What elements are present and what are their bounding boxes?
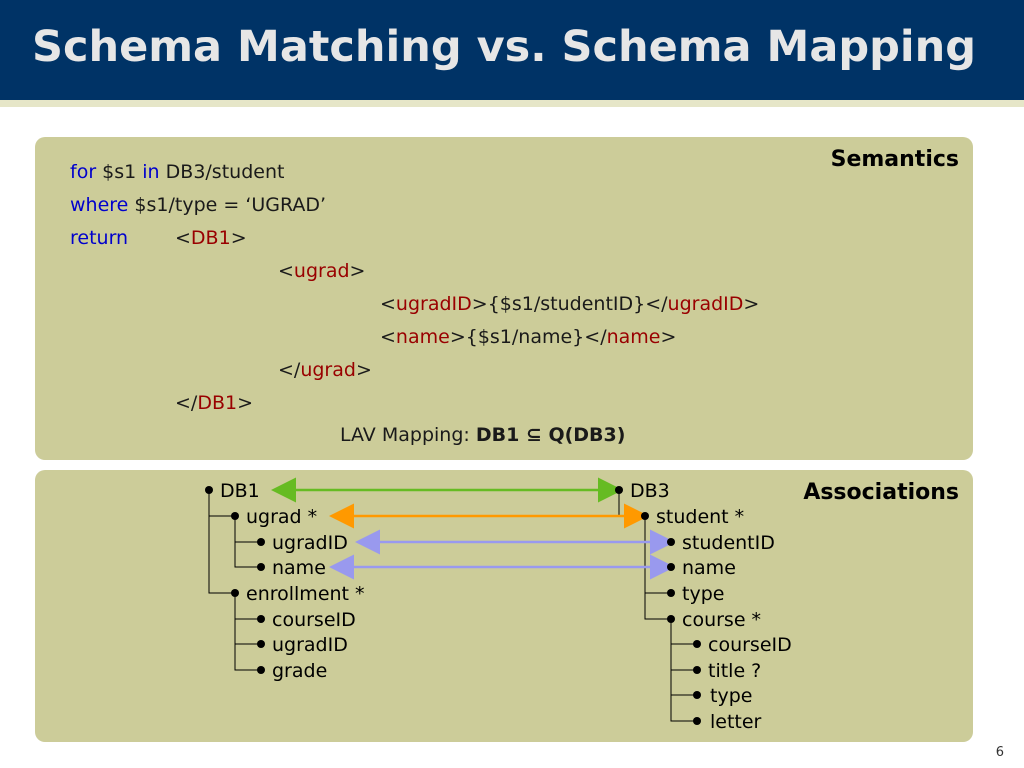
left-node-courseid: courseID bbox=[272, 609, 356, 631]
left-node-grade: grade bbox=[272, 660, 327, 682]
code-text: $s1/type = ‘UGRAD’ bbox=[128, 194, 327, 216]
right-node-course: course * bbox=[682, 609, 761, 631]
tree-node-bullet bbox=[615, 486, 623, 494]
right-node-type-2: type bbox=[710, 685, 752, 707]
tree-node-bullet bbox=[667, 615, 675, 623]
code-text: < bbox=[380, 293, 396, 315]
lav-label: LAV Mapping: bbox=[340, 424, 476, 446]
code-line-db1-close: </DB1> bbox=[175, 392, 253, 414]
tag-db1: DB1 bbox=[190, 227, 231, 249]
code-line-return: return bbox=[70, 227, 128, 249]
tree-node-bullet bbox=[257, 538, 265, 546]
right-tree: DB3 student * studentID name type course… bbox=[615, 480, 792, 733]
tag-name-close: name bbox=[606, 326, 661, 348]
code-text: > bbox=[349, 260, 366, 282]
code-text: > bbox=[237, 392, 254, 414]
page-number: 6 bbox=[995, 745, 1004, 760]
tag-name: name bbox=[395, 326, 450, 348]
tree-node-bullet bbox=[231, 589, 239, 597]
code-line-where: where $s1/type = ‘UGRAD’ bbox=[70, 194, 326, 216]
code-line-name: <name>{$s1/name}</name> bbox=[380, 326, 676, 348]
right-node-title: title ? bbox=[708, 660, 761, 682]
lav-formula: DB1 ⊆ Q(DB3) bbox=[475, 424, 626, 446]
left-node-db1: DB1 bbox=[220, 480, 260, 502]
left-tree: DB1 ugrad * ugradID name enrollment * co… bbox=[205, 480, 365, 682]
tree-node-bullet bbox=[257, 563, 265, 571]
left-node-enrollment: enrollment * bbox=[246, 583, 365, 605]
keyword-for: for bbox=[70, 161, 97, 183]
title-bar: Schema Matching vs. Schema Mapping bbox=[0, 0, 1024, 100]
code-text: < bbox=[380, 326, 396, 348]
code-text: > bbox=[230, 227, 247, 249]
code-line-ugradid: <ugradID>{$s1/studentID}</ugradID> bbox=[380, 293, 759, 315]
left-node-name: name bbox=[272, 557, 326, 579]
right-node-name: name bbox=[682, 557, 736, 579]
code-line-for: for $s1 in DB3/student bbox=[70, 161, 284, 183]
tree-node-bullet bbox=[667, 589, 675, 597]
left-tree-lines bbox=[208, 492, 258, 671]
left-node-ugradid-2: ugradID bbox=[272, 634, 348, 656]
associations-heading: Associations bbox=[803, 480, 959, 505]
code-text: >{$s1/studentID}</ bbox=[471, 293, 668, 315]
semantics-heading: Semantics bbox=[830, 147, 959, 172]
tree-node-bullet bbox=[231, 512, 239, 520]
code-line-db1-open: <DB1> bbox=[175, 227, 247, 249]
tag-ugradid-close: ugradID bbox=[667, 293, 744, 315]
code-line-ugrad-close: </ugrad> bbox=[278, 359, 372, 381]
code-text: DB3/student bbox=[159, 161, 285, 183]
right-node-studentid: studentID bbox=[682, 532, 775, 554]
tree-node-bullet bbox=[693, 717, 701, 725]
code-text: > bbox=[743, 293, 760, 315]
tree-node-bullet bbox=[257, 615, 265, 623]
right-node-courseid: courseID bbox=[708, 634, 792, 656]
right-node-student: student * bbox=[656, 506, 744, 528]
keyword-in: in bbox=[142, 161, 160, 183]
tree-node-bullet bbox=[693, 666, 701, 674]
tree-node-bullet bbox=[257, 640, 265, 648]
right-node-db3: DB3 bbox=[630, 480, 670, 502]
tree-node-bullet bbox=[667, 538, 675, 546]
right-node-type: type bbox=[682, 583, 724, 605]
code-text: > bbox=[660, 326, 677, 348]
tree-node-bullet bbox=[693, 691, 701, 699]
keyword-where: where bbox=[70, 194, 129, 216]
code-text: > bbox=[355, 359, 372, 381]
code-text: < bbox=[175, 227, 191, 249]
left-node-ugrad: ugrad * bbox=[246, 506, 317, 528]
left-node-ugradid: ugradID bbox=[272, 532, 348, 554]
tag-ugrad: ugrad bbox=[293, 260, 350, 282]
right-node-letter: letter bbox=[710, 711, 762, 733]
tree-node-bullet bbox=[257, 666, 265, 674]
lav-mapping: LAV Mapping: DB1 ⊆ Q(DB3) bbox=[340, 424, 625, 446]
semantics-panel: Semantics for $s1 in DB3/student where $… bbox=[35, 137, 973, 460]
code-text: </ bbox=[175, 392, 198, 414]
tree-node-bullet bbox=[205, 486, 213, 494]
tag-db1-close: DB1 bbox=[197, 392, 238, 414]
code-text: $s1 bbox=[96, 161, 143, 183]
code-line-ugrad-open: <ugrad> bbox=[278, 260, 365, 282]
tree-node-bullet bbox=[667, 563, 675, 571]
tag-ugradid: ugradID bbox=[395, 293, 472, 315]
code-text: </ bbox=[278, 359, 301, 381]
tag-ugrad-close: ugrad bbox=[300, 359, 356, 381]
code-text: >{$s1/name}</ bbox=[449, 326, 607, 348]
keyword-return: return bbox=[70, 227, 129, 249]
code-text: < bbox=[278, 260, 294, 282]
slide-title: Schema Matching vs. Schema Mapping bbox=[32, 22, 977, 72]
tree-node-bullet bbox=[641, 512, 649, 520]
accent-stripe bbox=[0, 100, 1024, 107]
tree-node-bullet bbox=[693, 640, 701, 648]
